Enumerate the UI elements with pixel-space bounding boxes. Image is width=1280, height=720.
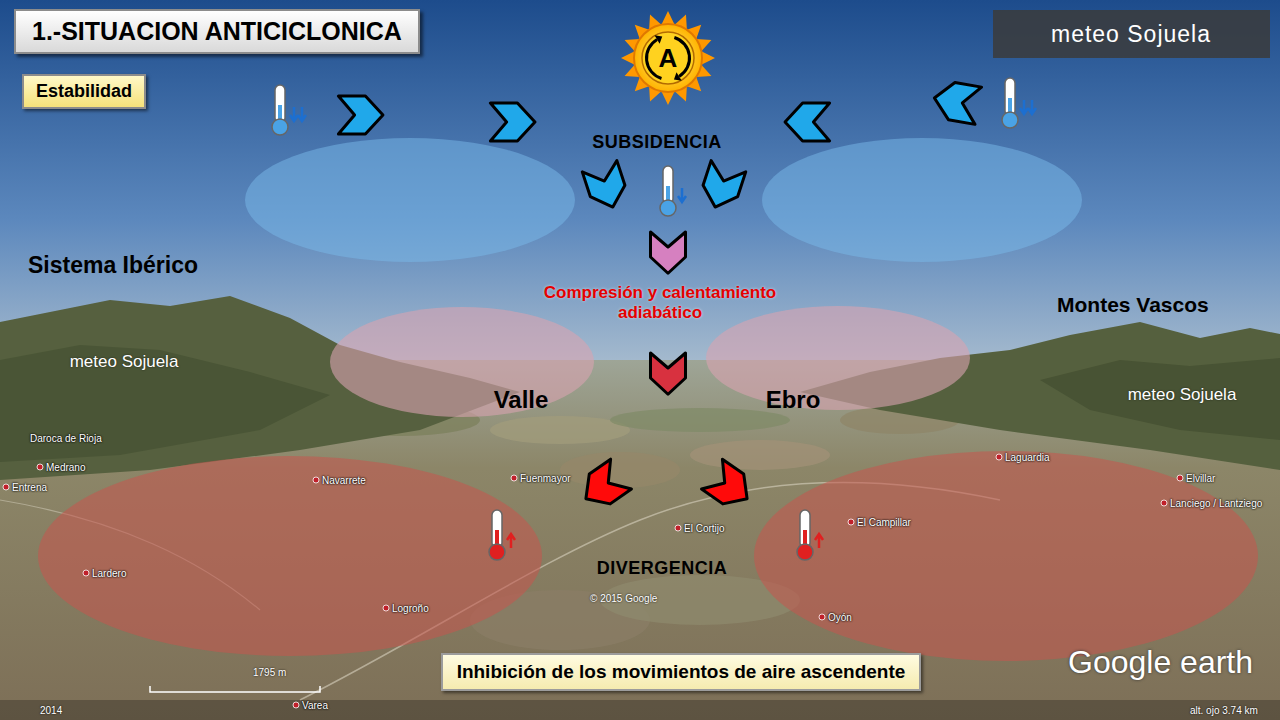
region-name: Valle (494, 386, 549, 414)
imagery-date: 2014 (40, 705, 62, 716)
town-name: Varea (302, 700, 328, 711)
town-name: Entrena (12, 482, 47, 493)
process-label: SUBSIDENCIA (592, 132, 722, 153)
town-name: Laguardia (1005, 452, 1049, 463)
town-name: Logroño (392, 603, 429, 614)
eye-altitude: alt. ojo 3.74 km (1190, 705, 1258, 716)
town-name: Lanciego / Lantziego (1170, 498, 1262, 509)
town-name: Oyón (828, 612, 852, 623)
status-box: Estabilidad (22, 74, 146, 109)
region-name: Sistema Ibérico (28, 252, 198, 279)
node-text: A (659, 43, 678, 74)
watermark: meteo Sojuela (70, 352, 179, 372)
scale-label: 1795 m (253, 667, 286, 678)
town-name: Fuenmayor (520, 473, 571, 484)
node-text: Estabilidad (36, 81, 132, 101)
caption-box: Inhibición de los movimientos de aire as… (441, 653, 922, 691)
town-name: El Cortijo (684, 523, 725, 534)
town-name: Elvillar (1186, 473, 1215, 484)
town-name: El Campillar (857, 517, 911, 528)
town-name: Medrano (46, 462, 85, 473)
town-name: Daroca de Rioja (30, 433, 102, 444)
anticyclone-symbol: A (642, 32, 694, 84)
title-banner: 1.-SITUACION ANTICICLONICA (14, 9, 420, 54)
copyright-note: © 2015 Google (590, 593, 657, 604)
region-name: Montes Vascos (1057, 293, 1209, 317)
node-text: Inhibición de los movimientos de aire as… (457, 661, 906, 682)
process-label: Compresión y calentamiento adiabático (500, 283, 820, 323)
watermark: Google earth (1068, 644, 1253, 681)
watermark: meteo Sojuela (1051, 21, 1211, 48)
town-name: Lardero (92, 568, 126, 579)
town-name: Navarrete (322, 475, 366, 486)
watermark: meteo Sojuela (1128, 385, 1237, 405)
process-label: DIVERGENCIA (597, 558, 728, 579)
region-name: Ebro (766, 386, 821, 414)
